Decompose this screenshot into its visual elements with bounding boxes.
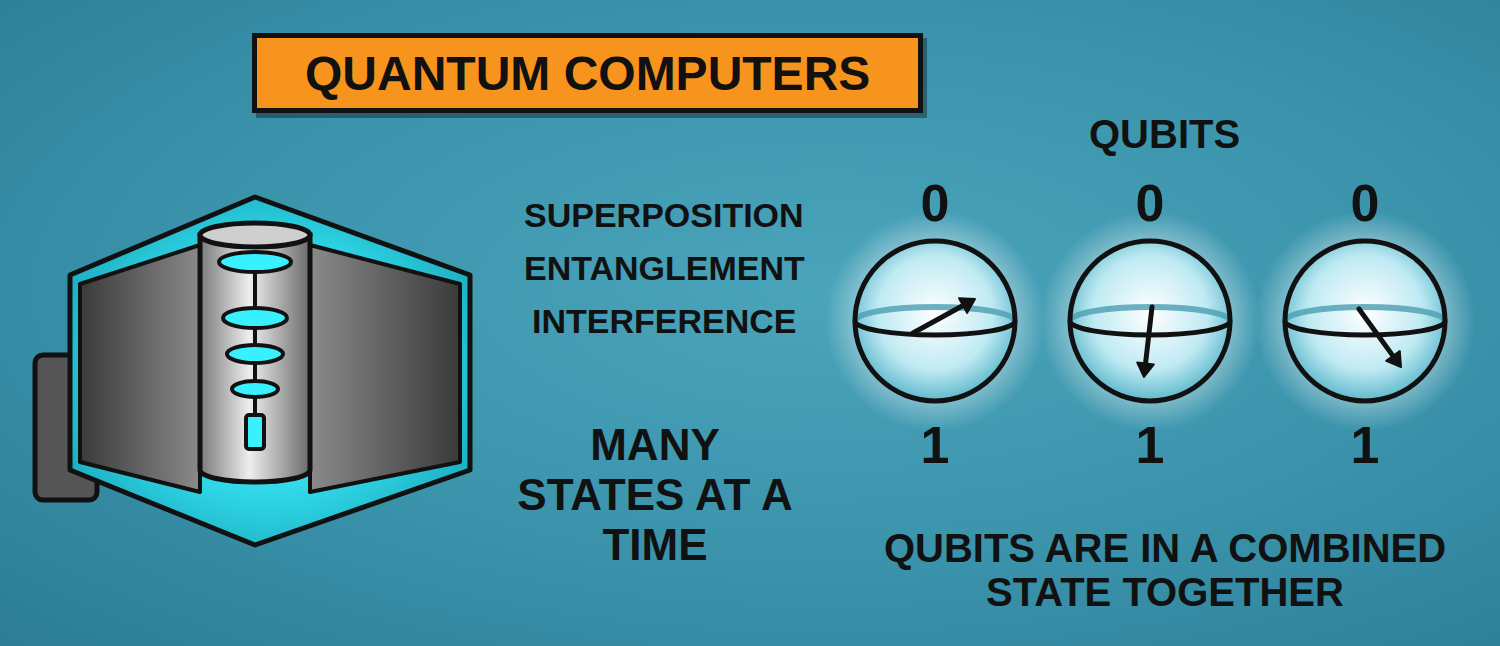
label-text: MANY STATES AT A TIME — [515, 420, 795, 570]
qubit-state-label: 0 — [921, 175, 950, 231]
qubit-state-label: 1 — [921, 417, 950, 473]
qubit-sphere: 01 — [1050, 175, 1250, 473]
qubit-state-label: 0 — [1351, 175, 1380, 231]
qubit-state-label: 0 — [1136, 175, 1165, 231]
bloch-sphere — [1265, 231, 1465, 411]
label-text: ENTANGLEMENT — [524, 247, 805, 289]
qubit-sphere: 01 — [1265, 175, 1465, 473]
label-text: SUPERPOSITION — [524, 194, 804, 236]
qubit-state-label: 1 — [1136, 417, 1165, 473]
qubit-sphere: 01 — [835, 175, 1035, 473]
qubit-state-label: 1 — [1351, 417, 1380, 473]
title-box: QUANTUM COMPUTERS — [252, 33, 923, 113]
label-text: QUBITS ARE IN A COMBINED STATE TOGETHER — [845, 526, 1485, 614]
bloch-sphere — [835, 231, 1035, 411]
title-text: QUANTUM COMPUTERS — [305, 46, 870, 101]
label-text: INTERFERENCE — [532, 300, 796, 342]
label-text: QUBITS — [1089, 110, 1240, 158]
bloch-sphere — [1050, 231, 1250, 411]
